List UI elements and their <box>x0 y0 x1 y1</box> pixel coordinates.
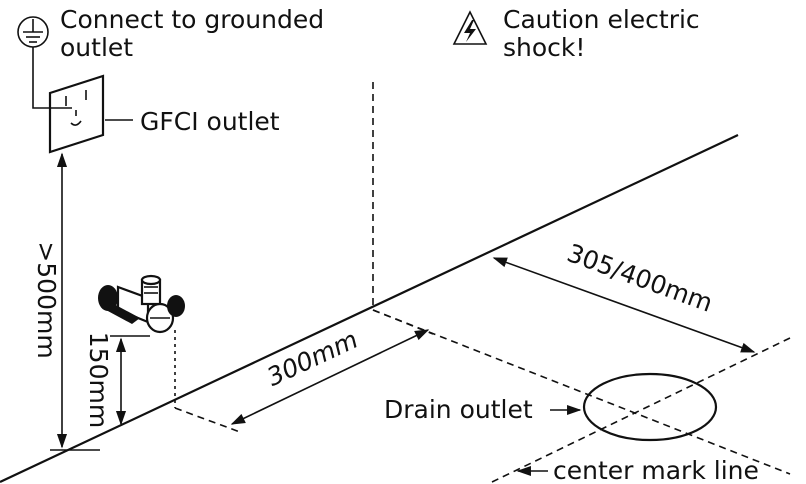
back-distance-dimension-line <box>492 257 756 353</box>
ground-note-line1: Connect to grounded <box>60 5 324 34</box>
outlet-height-dimension-label: >500mm <box>32 241 61 358</box>
drain-horizontal-reference-line <box>372 309 791 475</box>
high-voltage-warning-icon <box>452 10 488 45</box>
back-distance-dimension-label: 305/400mm <box>563 238 716 317</box>
ground-leader-line <box>32 47 72 109</box>
ground-note-line2: outlet <box>60 33 133 62</box>
side-distance-dimension-line <box>230 329 430 425</box>
ground-symbol-icon <box>17 16 49 48</box>
drain-outlet-label: Drain outlet <box>384 395 533 424</box>
center-mark-line-label: center mark line <box>553 456 759 484</box>
valve-height-dimension-label: 150mm <box>84 332 113 428</box>
gfci-outlet <box>48 74 105 154</box>
caution-note-line2: shock! <box>503 33 585 62</box>
caution-note-line1: Caution electric <box>503 5 700 34</box>
water-valve <box>98 274 185 334</box>
drain-outlet-ellipse <box>582 372 718 442</box>
gfci-outlet-label: GFCI outlet <box>140 107 280 136</box>
valve-extension-line <box>174 407 241 433</box>
